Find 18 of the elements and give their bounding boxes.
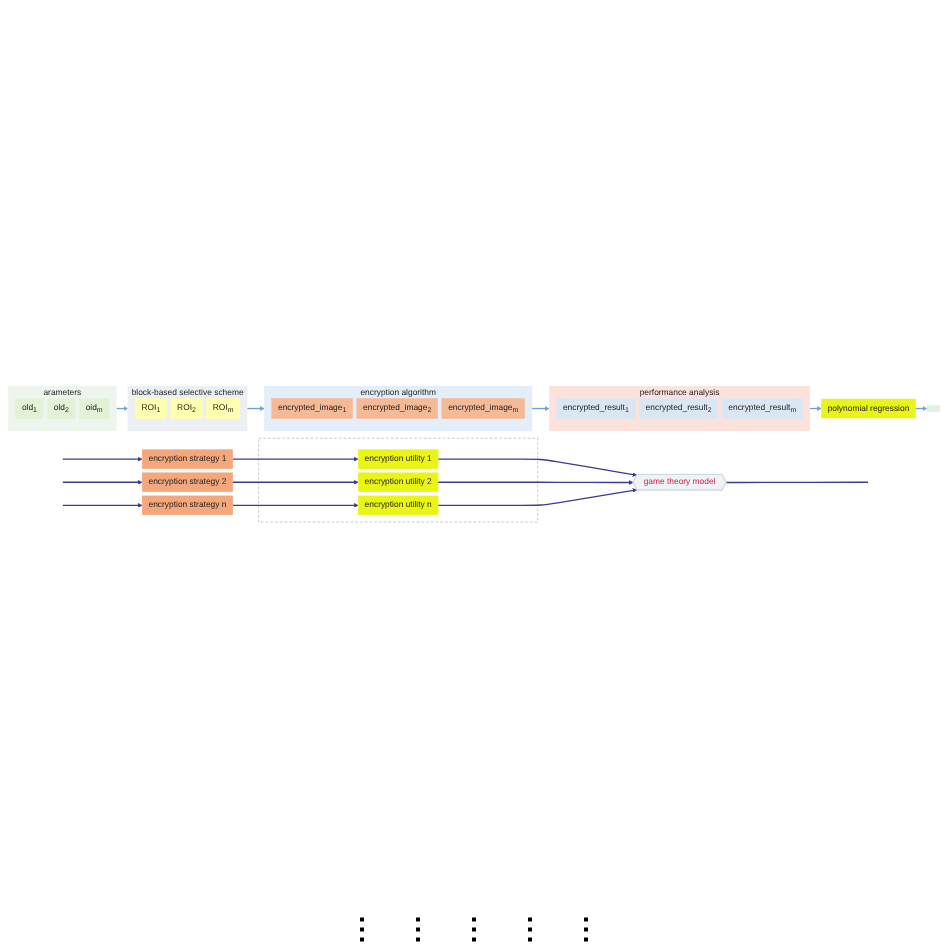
arrow xyxy=(232,456,359,462)
process-box xyxy=(926,404,940,412)
arrow xyxy=(62,456,143,462)
vertical-ellipsis: ⋮ xyxy=(348,912,376,944)
arrow xyxy=(914,406,928,411)
arrow xyxy=(437,488,638,506)
arrow xyxy=(232,502,359,508)
arrow xyxy=(115,406,129,411)
vertical-ellipsis: ⋮ xyxy=(516,912,544,944)
vertical-ellipsis: ⋮ xyxy=(460,912,488,944)
arrow xyxy=(62,479,143,485)
vertical-ellipsis: ⋮ xyxy=(404,912,432,944)
arrow xyxy=(531,406,550,411)
arrow xyxy=(232,479,359,485)
arrow xyxy=(62,502,143,508)
arrow xyxy=(437,480,634,485)
arrow xyxy=(437,458,638,477)
vertical-ellipsis: ⋮ xyxy=(572,912,600,944)
